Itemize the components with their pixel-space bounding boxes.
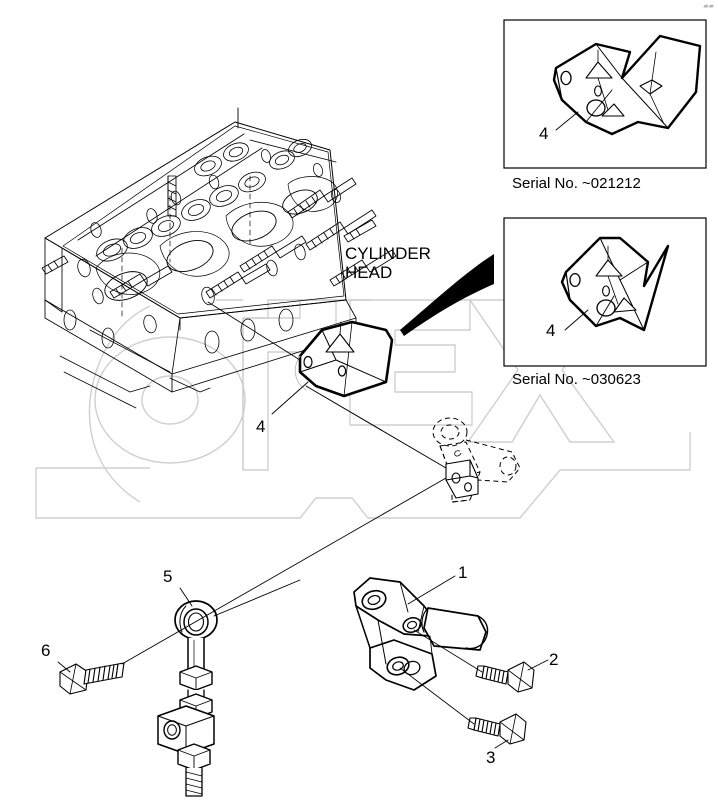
callout-3: 3 xyxy=(486,748,496,767)
corner-mark: ▰▰ xyxy=(703,3,714,10)
callout-5: 5 xyxy=(163,567,173,586)
callout-6: 6 xyxy=(41,641,51,660)
callout-2: 2 xyxy=(549,650,559,669)
inset-bottom-caption: Serial No. ~030623 xyxy=(512,371,641,388)
callout-4-main: 4 xyxy=(256,417,266,436)
callout-4-inset-top: 4 xyxy=(539,124,549,143)
callout-1: 1 xyxy=(458,563,468,582)
inset-top-caption: Serial No. ~021212 xyxy=(512,175,641,192)
callout-4-inset-bottom: 4 xyxy=(546,321,556,340)
